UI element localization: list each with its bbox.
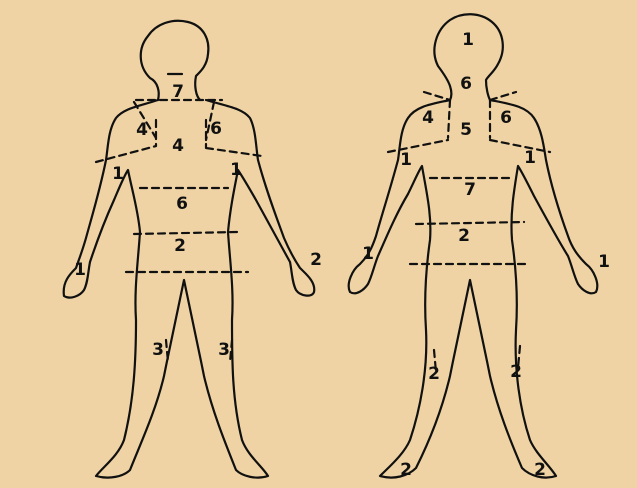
label-left-right-shoulder: 6 (210, 119, 222, 139)
label-right-head: 1 (462, 30, 474, 50)
label-left-right-upper-arm: 1 (230, 160, 242, 180)
label-left-mid-back: 6 (176, 194, 188, 214)
label-right-lower-back: 2 (458, 226, 470, 246)
left-figure-body (64, 100, 315, 478)
label-right-left-foot: 2 (400, 460, 412, 480)
label-right-mid-back: 7 (464, 180, 476, 200)
label-left-neck: 7 (172, 82, 184, 102)
label-right-right-upper-arm: 1 (524, 148, 536, 168)
left-figure: 7 4 6 4 1 1 6 2 1 2 3 3 (64, 21, 322, 478)
label-right-left-shoulder: 4 (422, 108, 434, 128)
label-left-upper-back: 4 (172, 136, 184, 156)
right-figure: 1 6 4 5 6 1 1 7 2 1 1 2 2 2 2 (349, 14, 610, 480)
label-right-right-hand: 1 (598, 252, 610, 272)
label-right-upper-back: 5 (460, 120, 472, 140)
label-left-right-hand: 2 (310, 250, 322, 270)
label-right-right-leg: 2 (510, 362, 522, 382)
label-left-left-leg: 3 (152, 340, 164, 360)
label-left-right-leg: 3 (218, 340, 230, 360)
label-right-right-shoulder: 6 (500, 108, 512, 128)
label-right-left-hand: 1 (362, 244, 374, 264)
label-left-left-upper-arm: 1 (112, 164, 124, 184)
label-right-left-leg: 2 (428, 364, 440, 384)
label-left-left-hand: 1 (74, 260, 86, 280)
label-right-neck: 6 (460, 74, 472, 94)
label-left-lower-back: 2 (174, 236, 186, 256)
right-figure-body (349, 100, 598, 478)
label-right-left-upper-arm: 1 (400, 150, 412, 170)
label-right-right-foot: 2 (534, 460, 546, 480)
label-left-left-shoulder: 4 (136, 120, 148, 140)
